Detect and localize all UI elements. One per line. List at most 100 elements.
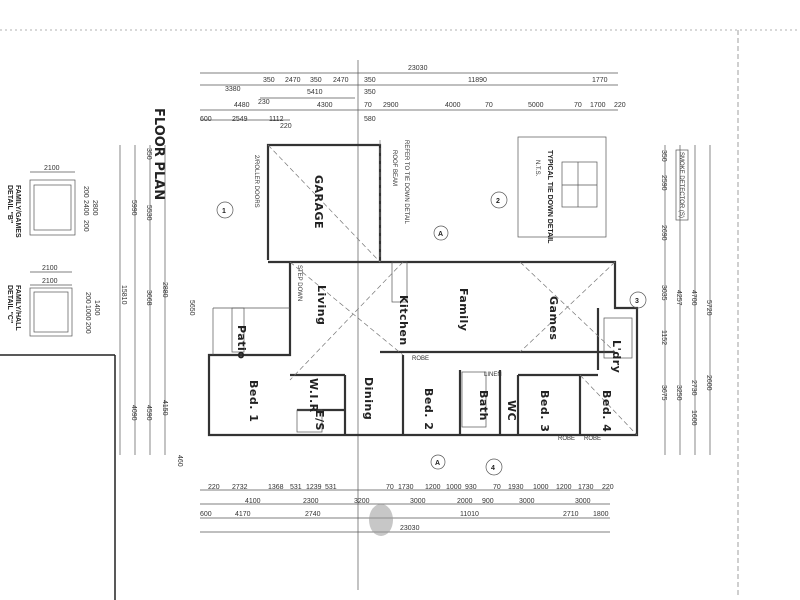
dimensions-bottom-8-label: 1200 <box>425 484 441 491</box>
dimensions-top-4-label: 2470 <box>333 77 349 84</box>
dimensions-right-0-label: 350 <box>660 150 667 162</box>
details-c-dims-0-label: 1400 <box>93 300 100 316</box>
dimensions-right-4-label: 4257 <box>675 290 682 306</box>
dimensions-top-5-label: 350 <box>364 77 376 84</box>
markers-4-label: A <box>438 231 443 238</box>
room-wir: W.I.R <box>307 378 320 413</box>
dimensions-left-3-label: 2880 <box>161 282 168 298</box>
room-ensuite: E/S <box>313 410 326 431</box>
dimensions-right-3-label: 3035 <box>660 285 667 301</box>
room-patio: Patio <box>235 325 248 359</box>
dimensions-right-8-label: 3675 <box>660 385 667 401</box>
notes-nts-label: N.T.S. <box>534 160 540 177</box>
dimensions-bottom-13-label: 1000 <box>533 484 549 491</box>
dimensions-bottom-26-label: 4170 <box>235 511 251 518</box>
dimensions-bottom-6-label: 70 <box>386 484 394 491</box>
room-living: Living <box>315 285 328 325</box>
dimensions-right-1-label: 2590 <box>660 175 667 191</box>
dimensions-bottom-2-label: 1368 <box>268 484 284 491</box>
bottom-dimensions: 220 2732 1368 531 1239 531 70 1730 1200 … <box>200 484 614 532</box>
dimension-lines <box>119 60 711 590</box>
dimensions-top-0-label: 23030 <box>408 65 428 72</box>
dimensions-top-16-label: 4000 <box>445 102 461 109</box>
dimensions-bottom-14-label: 1200 <box>556 484 572 491</box>
section-markers: 1 2 3 4 A A <box>216 191 647 476</box>
dimensions-bottom-11-label: 70 <box>493 484 501 491</box>
rooms-robe-label: ROBE <box>558 436 575 442</box>
dimensions-left-1-label: 5530 <box>145 205 152 221</box>
dimensions-left-5-label: 15810 <box>120 285 127 305</box>
markers-1-label: 2 <box>496 198 500 205</box>
room-garage: GARAGE <box>312 175 325 229</box>
dimensions-top-7-label: 1770 <box>592 77 608 84</box>
notes-roof_beam-label: ROOF BEAM <box>391 150 397 186</box>
dimensions-top-2-label: 2470 <box>285 77 301 84</box>
dimensions-bottom-18-label: 2300 <box>303 498 319 505</box>
dimensions-top-1-label: 350 <box>263 77 275 84</box>
dimensions-bottom-17-label: 4100 <box>245 498 261 505</box>
details-c-width-label: 2100 <box>42 278 58 285</box>
dimensions-bottom-12-label: 1930 <box>508 484 524 491</box>
detail-c: 2100 2100 1400 200 1000 200 FAMILY/HALL … <box>6 265 100 337</box>
room-bath: Bath <box>477 390 490 421</box>
dimensions-bottom-20-label: 3000 <box>410 498 426 505</box>
dimensions-left-10-label: 460 <box>176 455 183 467</box>
dimensions-top-6-label: 11890 <box>468 77 487 84</box>
details-b-dims-1-label: 2400 <box>82 200 89 216</box>
dimensions-bottom-21-label: 2000 <box>457 498 473 505</box>
room-bed3: Bed. 3 <box>538 390 551 432</box>
dimensions-bottom-5-label: 531 <box>325 484 337 491</box>
dimensions-bottom-25-label: 600 <box>200 511 212 518</box>
dimensions-top-20-label: 1700 <box>590 102 606 109</box>
notes-roller_doors-label: 2/ROLLER DOORS <box>253 155 259 208</box>
notes-tie_down-label: TYPICAL TIE DOWN DETAIL <box>546 150 553 244</box>
ink-smudge <box>369 504 393 536</box>
dimensions-top-10-label: 350 <box>364 89 376 96</box>
dimensions-bottom-23-label: 3000 <box>519 498 535 505</box>
plan-title: FLOOR PLAN <box>151 108 166 200</box>
right-dimensions: 350 2590 2690 3035 4257 4700 5720 1152 3… <box>660 150 712 426</box>
dimensions-right-7-label: 1152 <box>660 330 667 345</box>
rooms-robe-label: ROBE <box>584 436 601 442</box>
details-b-dims-3-label: 2800 <box>91 200 98 216</box>
dimensions-bottom-10-label: 930 <box>465 484 477 491</box>
rooms-linen-label: LINEN <box>484 372 502 378</box>
markers-0-label: 1 <box>222 208 226 215</box>
dimensions-left-4-label: 3668 <box>145 290 152 306</box>
dimensions-bottom-4-label: 1239 <box>306 484 322 491</box>
room-bed2: Bed. 2 <box>422 388 435 430</box>
dimensions-left-9-label: 4090 <box>130 405 137 421</box>
dimensions-top-23-label: 2549 <box>232 116 248 123</box>
dimensions-bottom-7-label: 1730 <box>398 484 414 491</box>
dimensions-bottom-27-label: 2740 <box>305 511 321 518</box>
dimensions-top-17-label: 70 <box>485 102 493 109</box>
dimensions-right-10-label: 2600 <box>705 375 712 391</box>
dimensions-top-24-label: 1112 <box>269 116 284 123</box>
dimensions-bottom-0-label: 220 <box>208 484 220 491</box>
dimensions-right-6-label: 5720 <box>705 300 712 316</box>
dimensions-bottom-29-label: 2710 <box>563 511 579 518</box>
dimensions-right-9-label: 2730 <box>690 380 697 396</box>
room-wc: WC <box>505 400 518 421</box>
details-b-sub-label: DETAIL "B" <box>6 185 13 223</box>
dimensions-left-6-label: 5650 <box>188 300 195 316</box>
details-c-title-label: FAMILY/HALL <box>14 285 21 331</box>
dimensions-top-11-label: 230 <box>258 99 270 106</box>
details-b-dims-0-label: 200 <box>82 186 89 198</box>
details-c-dims-2-label: 1000 <box>84 305 91 321</box>
room-laundry: L'dry <box>610 340 623 373</box>
dimensions-top-3-label: 350 <box>310 77 322 84</box>
dimensions-top-26-label: 580 <box>364 116 376 123</box>
markers-3-label: 4 <box>491 465 495 472</box>
annotations: TYPICAL TIE DOWN DETAIL N.T.S. SMOKE DET… <box>253 136 689 301</box>
room-bed4: Bed. 4 <box>600 390 613 432</box>
dimensions-right-5-label: 4700 <box>690 290 697 306</box>
dimensions-left-0-label: 350 <box>145 148 152 160</box>
dimensions-top-18-label: 5000 <box>528 102 544 109</box>
dimensions-bottom-1-label: 2732 <box>232 484 248 491</box>
detail-b: 2100 200 2400 200 2800 FAMILY/GAMES DETA… <box>6 165 98 238</box>
dimensions-top-21-label: 220 <box>614 102 626 109</box>
dimensions-top-9-label: 5410 <box>307 89 323 96</box>
dimensions-bottom-9-label: 1000 <box>446 484 462 491</box>
